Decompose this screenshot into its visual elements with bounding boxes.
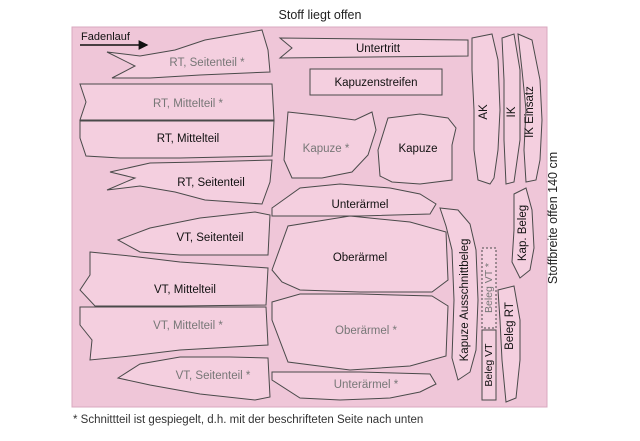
piece-beleg-vt-mirrored: Beleg VT * [481, 247, 497, 329]
piece-vt-seitenteil-mirrored: VT, Seitenteil * [116, 356, 271, 401]
piece-rt-seitenteil-mirrored: RT, Seitenteil * [106, 29, 271, 79]
svg-text:RT, Mittelteil: RT, Mittelteil [157, 133, 219, 145]
svg-text:Oberärmel *: Oberärmel * [335, 325, 398, 337]
piece-ik-einsatz: IK Einsatz [517, 33, 543, 183]
svg-text:Kapuze Ausschnittbeleg: Kapuze Ausschnittbeleg [459, 239, 471, 362]
piece-beleg-vt: Beleg VT [481, 329, 497, 401]
piece-rt-mittelteil: RT, Mittelteil [79, 120, 275, 159]
svg-text:VT, Seitenteil *: VT, Seitenteil * [176, 370, 251, 382]
piece-rt-mittelteil-mirrored: RT, Mittelteil * [79, 83, 275, 121]
mirror-footnote: * Schnittteil ist gespiegelt, d.h. mit d… [73, 414, 424, 426]
svg-text:Kap. Beleg: Kap. Beleg [517, 205, 529, 261]
svg-text:VT, Mittelteil: VT, Mittelteil [154, 284, 216, 296]
piece-untertritt: Untertritt [278, 37, 469, 59]
svg-text:RT, Mittelteil *: RT, Mittelteil * [153, 98, 224, 110]
piece-vt-seitenteil: VT, Seitenteil [116, 211, 271, 256]
svg-text:RT, Seitenteil: RT, Seitenteil [177, 177, 245, 189]
svg-text:Oberärmel: Oberärmel [333, 252, 387, 264]
piece-kapuze: Kapuze [377, 113, 457, 185]
svg-text:VT, Seitenteil: VT, Seitenteil [176, 232, 243, 244]
svg-text:IK Einsatz: IK Einsatz [524, 86, 536, 138]
svg-text:Kapuze: Kapuze [398, 143, 437, 155]
svg-text:VT, Mittelteil *: VT, Mittelteil * [153, 320, 223, 332]
svg-text:Untertritt: Untertritt [356, 43, 401, 55]
piece-kapuzenstreifen: Kapuzenstreifen [309, 68, 443, 96]
grain-line: Fadenlauf [80, 31, 149, 50]
fabric-caption: Stoff liegt offen [278, 8, 362, 22]
svg-text:Kapuzenstreifen: Kapuzenstreifen [334, 77, 417, 89]
svg-text:IK: IK [506, 106, 518, 117]
svg-text:Beleg RT: Beleg RT [504, 302, 516, 350]
piece-unterarmel-mirrored: Unterärmel * [271, 371, 437, 401]
svg-text:Unterärmel: Unterärmel [332, 199, 389, 211]
svg-text:RT, Seitenteil *: RT, Seitenteil * [169, 57, 245, 69]
svg-text:Beleg VT *: Beleg VT * [483, 263, 495, 313]
svg-text:AK: AK [478, 104, 490, 120]
piece-kapuze-mirrored: Kapuze * [283, 111, 377, 179]
svg-text:Beleg VT: Beleg VT [483, 343, 495, 387]
svg-text:Kapuze *: Kapuze * [303, 143, 350, 155]
piece-vt-mittelteil-mirrored: VT, Mittelteil * [79, 306, 269, 361]
piece-ak: AK [471, 33, 501, 185]
piece-ik: IK [501, 33, 521, 185]
piece-vt-mittelteil: VT, Mittelteil [79, 251, 269, 307]
piece-unterarmel: Unterärmel [271, 183, 437, 217]
piece-oberarmel: Oberärmel [271, 215, 449, 293]
piece-kap-beleg: Kap. Beleg [511, 187, 535, 279]
grain-line-label: Fadenlauf [81, 31, 131, 43]
piece-oberarmel-mirrored: Oberärmel * [271, 293, 449, 371]
piece-beleg-rt: Beleg RT [497, 285, 521, 403]
piece-rt-seitenteil: RT, Seitenteil [106, 159, 273, 205]
piece-kapuze-ausschnittbeleg: Kapuze Ausschnittbeleg [439, 207, 479, 381]
svg-text:Unterärmel *: Unterärmel * [334, 379, 399, 391]
